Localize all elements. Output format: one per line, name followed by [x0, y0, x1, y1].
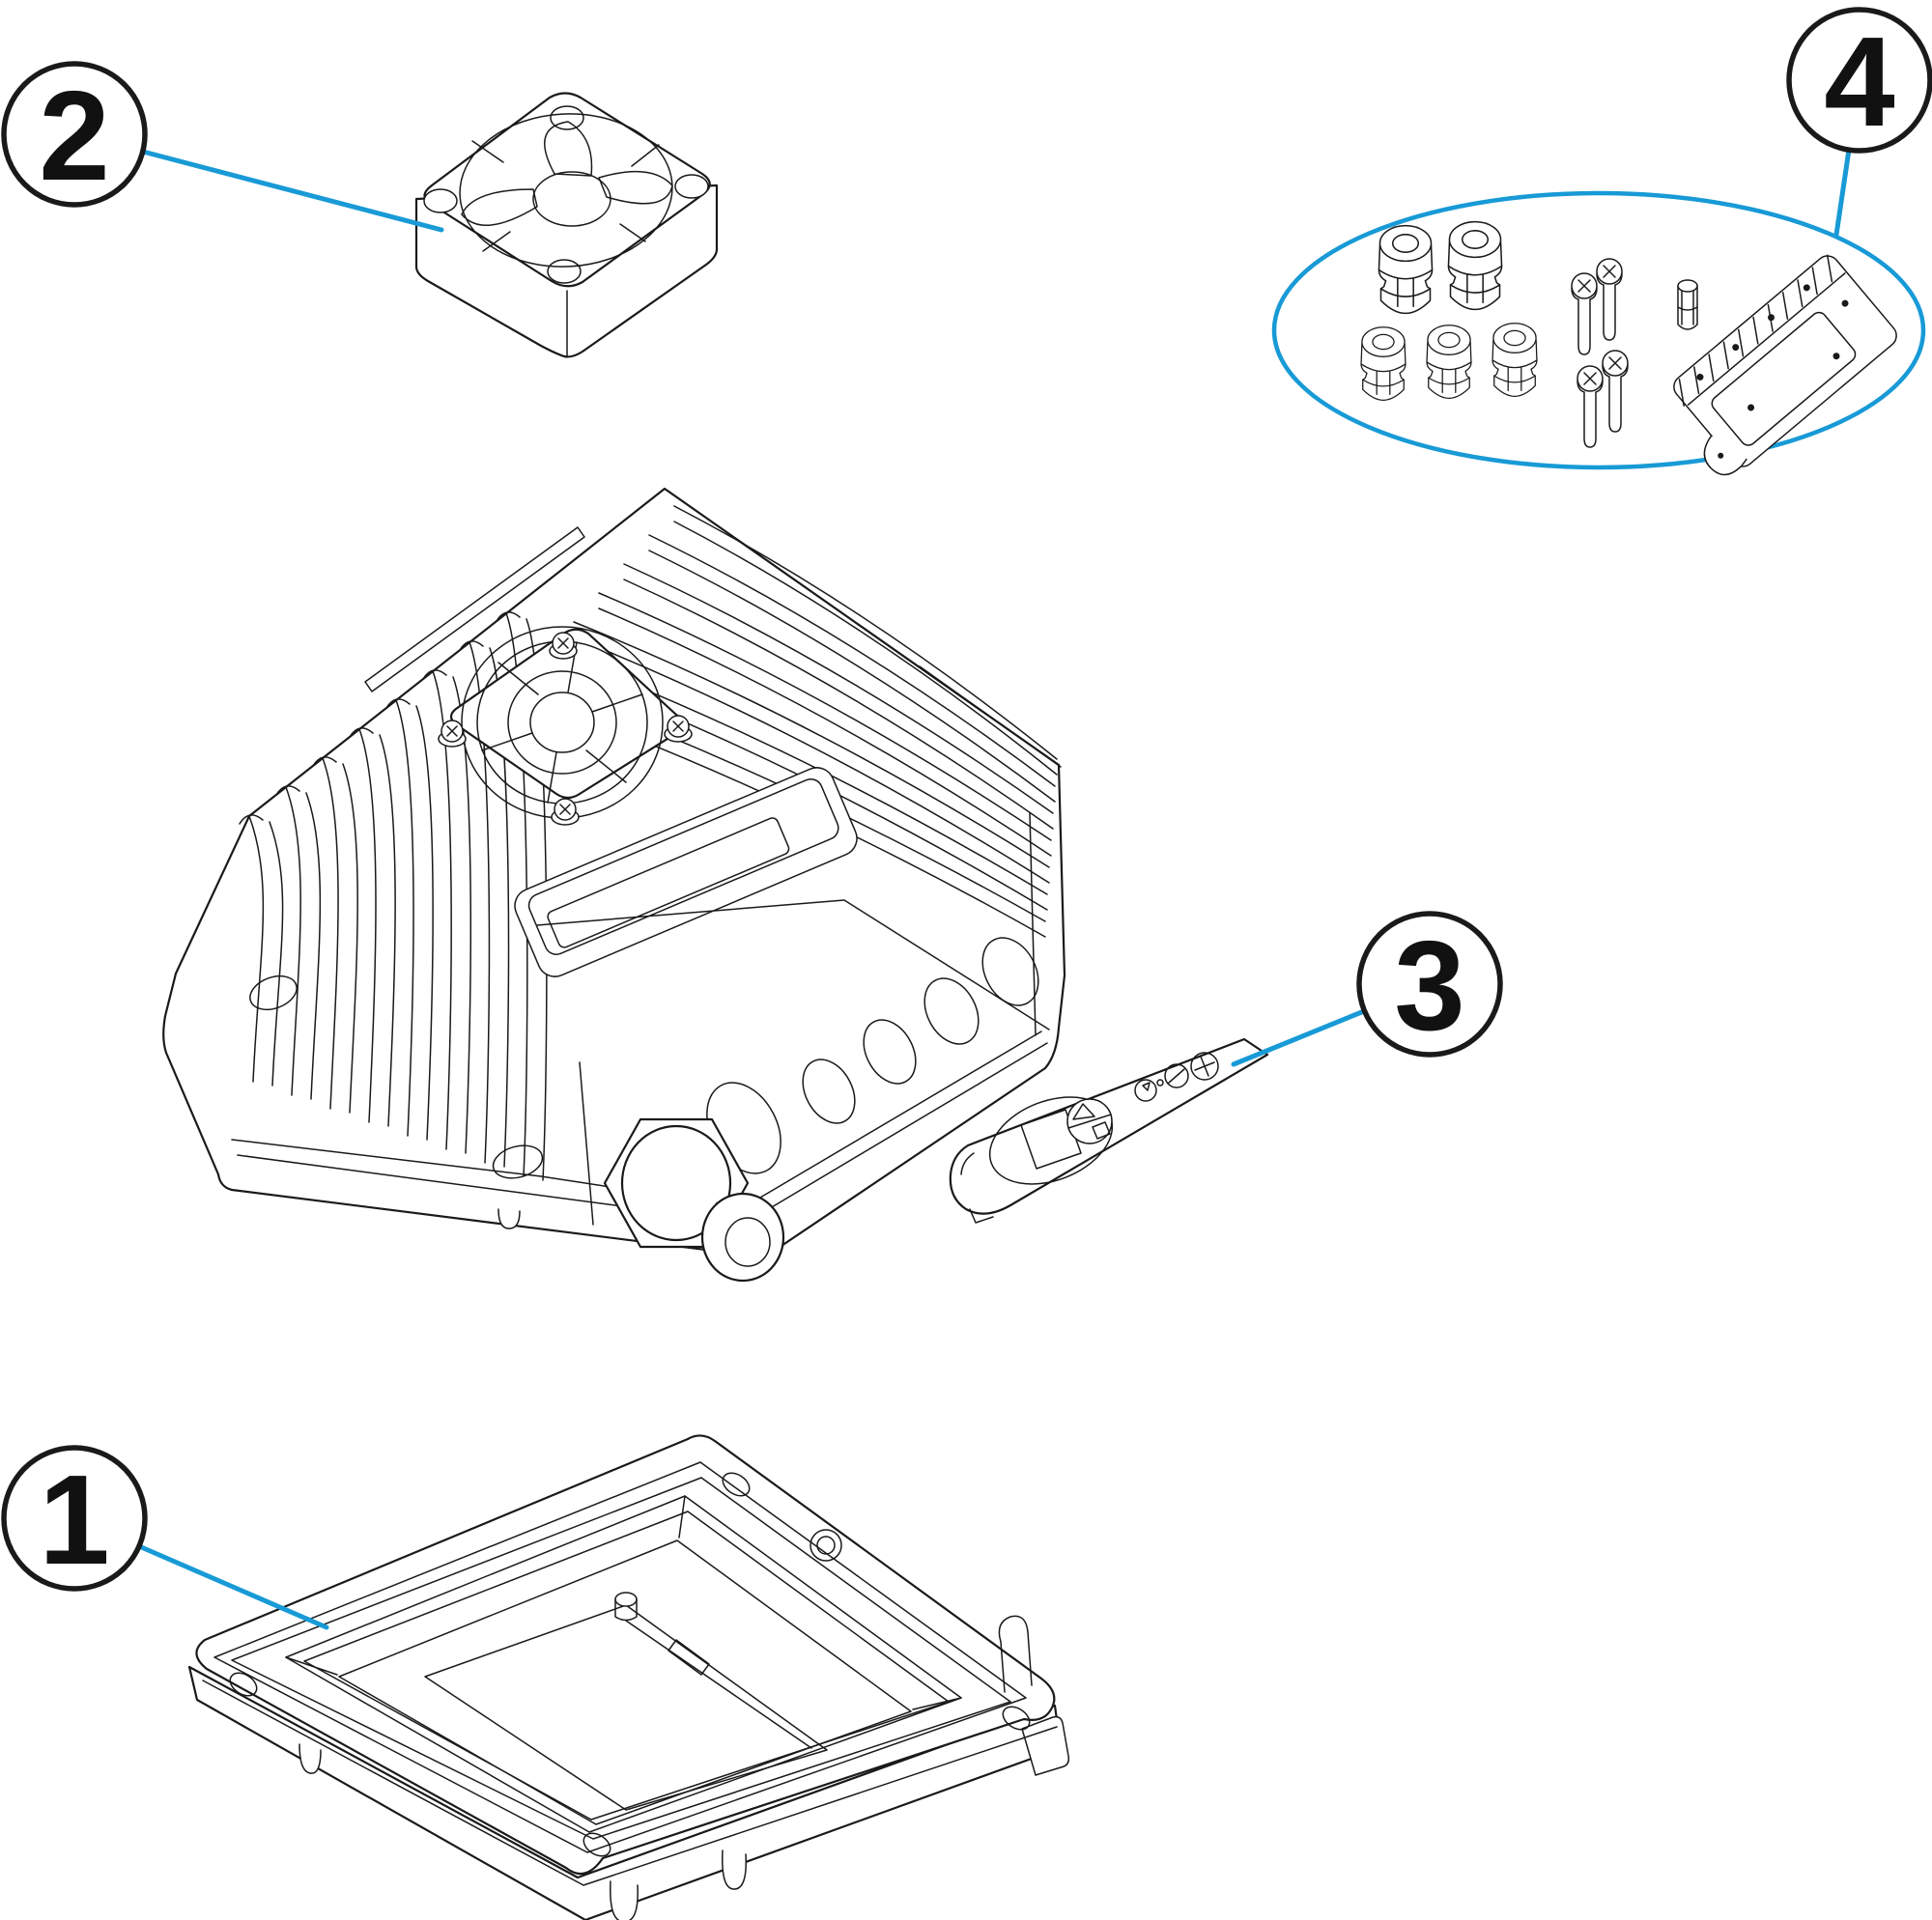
- fan-corner-hole: [423, 188, 458, 213]
- rear-sheet-edge: [364, 526, 585, 692]
- callout-4: 4: [1786, 7, 1932, 238]
- knockout-holes: [706, 937, 1039, 1174]
- base-foot: [610, 1880, 639, 1920]
- base-platform: [424, 1592, 828, 1811]
- spacer-pin: [1677, 279, 1698, 330]
- pointer-icon: [1142, 1082, 1151, 1091]
- leader-line-4: [1833, 147, 1852, 238]
- flange-lug-hole: [492, 1144, 544, 1179]
- slotted-screw-icon: [1164, 1063, 1189, 1088]
- base-screw-holes: [229, 1472, 1031, 1857]
- mounting-bracket: [1673, 254, 1897, 476]
- leader-line-2: [140, 149, 444, 233]
- cable-gland-small: [1426, 325, 1472, 399]
- base-outer-wall: [187, 1665, 1063, 1920]
- panel-buttons: [1134, 1052, 1219, 1102]
- leader-line-3: [1231, 1008, 1367, 1067]
- balloon-label-4: 4: [1824, 11, 1894, 153]
- cable-gland-large: [1378, 224, 1434, 315]
- base-cavity-floor: [338, 1539, 912, 1825]
- fan-part: [414, 92, 719, 358]
- leader-line-1: [136, 1543, 329, 1630]
- cable-gland-large: [1447, 220, 1503, 311]
- balloon-label-2: 2: [39, 65, 109, 207]
- base-foot: [722, 1849, 747, 1890]
- fan-corner-hole: [547, 259, 582, 284]
- balloon-circle-3: [1356, 911, 1503, 1058]
- platform-post: [614, 1592, 638, 1607]
- control-panel: [949, 1037, 1269, 1224]
- base-boss: [810, 1529, 842, 1562]
- fan-blade: [598, 170, 673, 205]
- mounting-screw: [1571, 272, 1598, 355]
- display-screen-window: [1020, 1109, 1082, 1170]
- callout-1: 1: [1, 1445, 329, 1630]
- balloon-circle-1: [1, 1445, 148, 1592]
- cable-gland-small: [1492, 323, 1538, 397]
- mounting-screw: [1596, 258, 1623, 341]
- kit-boundary-ellipse: [1271, 190, 1926, 470]
- base-pillar: [998, 1615, 1033, 1693]
- callout-2: 2: [1, 61, 444, 233]
- flange-lug-hole: [249, 974, 298, 1011]
- balloon-label-3: 3: [1394, 915, 1464, 1057]
- stop-square-icon: [1092, 1121, 1111, 1140]
- cable-gland-small: [1360, 326, 1406, 401]
- callout-3: 3: [1231, 911, 1503, 1067]
- panel-nav-button: [1066, 1098, 1113, 1144]
- fan-hub: [532, 171, 611, 227]
- fan-corner-hole: [674, 174, 709, 199]
- mounting-screw: [1577, 365, 1604, 448]
- main-enclosure: [162, 487, 1066, 1283]
- balloon-circle-4: [1786, 7, 1932, 154]
- balloon-circle-2: [1, 61, 148, 208]
- enclosure-foot: [497, 1208, 521, 1229]
- cable-gland-fitted: [603, 1117, 785, 1283]
- balloon-label-1: 1: [39, 1449, 109, 1591]
- mounting-screw: [1602, 350, 1629, 433]
- phillips-screw-icon: [1190, 1052, 1219, 1081]
- base-tray: [187, 1434, 1070, 1920]
- fan-top-face: [423, 92, 711, 288]
- base-flange: [195, 1434, 1056, 1876]
- triangle-up-icon: [1072, 1103, 1095, 1120]
- base-foot: [298, 1743, 322, 1774]
- base-cavity-rim: [285, 1495, 962, 1833]
- accessory-kit-group: [1271, 190, 1926, 476]
- display-window: [514, 767, 858, 977]
- base-tab: [1021, 1715, 1070, 1776]
- fan-blade: [461, 188, 538, 226]
- fan-blade: [544, 121, 593, 177]
